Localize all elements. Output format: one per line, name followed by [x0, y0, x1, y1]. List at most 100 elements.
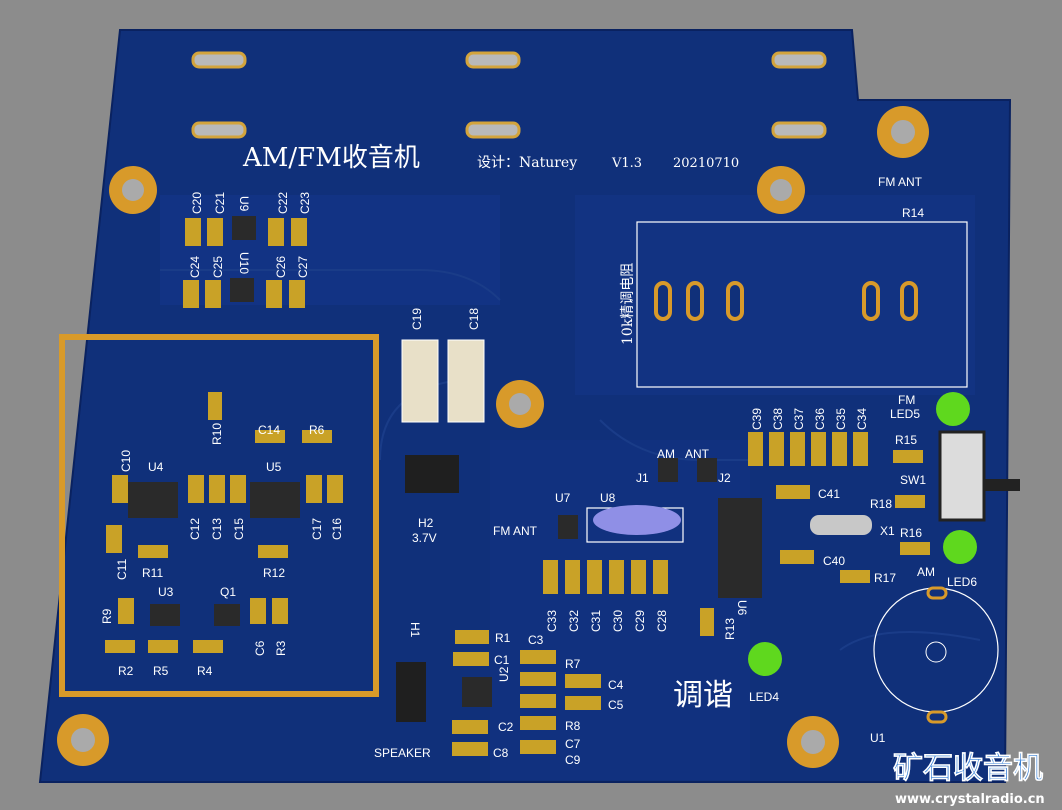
label-c38: C38 [771, 408, 785, 430]
label-u6: U6 [735, 600, 749, 616]
label-ant: ANT [685, 447, 710, 461]
label-h1: H1 [408, 622, 422, 638]
label-h2-voltage: 3.7V [412, 531, 437, 545]
label-speaker: SPEAKER [374, 746, 431, 760]
label-c2: C2 [498, 720, 514, 734]
label-r16: R16 [900, 526, 922, 540]
label-c9: C9 [565, 753, 581, 767]
label-r2: R2 [118, 664, 134, 678]
label-c10: C10 [119, 450, 133, 472]
watermark: 矿石收音机 www.crystalradio.cn [893, 751, 1045, 807]
label-c15: C15 [232, 518, 246, 540]
label-c32: C32 [567, 610, 581, 632]
label-am-led: AM [917, 565, 935, 579]
label-r5: R5 [153, 664, 169, 678]
label-c17: C17 [310, 518, 324, 540]
label-u5: U5 [266, 460, 282, 474]
label-led5: LED5 [890, 407, 920, 421]
rf-shield-frame [59, 334, 379, 697]
label-c27: C27 [296, 256, 310, 278]
label-u3: U3 [158, 585, 174, 599]
label-c4: C4 [608, 678, 624, 692]
label-c28: C28 [655, 610, 669, 632]
label-fm: FM [898, 393, 915, 407]
label-u1: U1 [870, 731, 886, 745]
label-u9: U9 [237, 196, 251, 212]
label-c19: C19 [410, 308, 424, 330]
leds [748, 392, 977, 676]
label-r3: R3 [274, 640, 288, 656]
label-r17: R17 [874, 571, 896, 585]
label-c37: C37 [792, 408, 806, 430]
label-j2: J2 [718, 471, 731, 485]
label-c30: C30 [611, 610, 625, 632]
label-c24: C24 [188, 256, 202, 278]
label-u8: U8 [600, 491, 616, 505]
label-r1: R1 [495, 631, 511, 645]
label-r13: R13 [723, 618, 737, 640]
label-r8: R8 [565, 719, 581, 733]
label-q1: Q1 [220, 585, 236, 599]
label-c31: C31 [589, 610, 603, 632]
label-r6: R6 [309, 423, 325, 437]
label-r4: R4 [197, 664, 213, 678]
label-c34: C34 [855, 408, 869, 430]
board-title: AM/FM收音机 [242, 143, 420, 173]
label-led6: LED6 [947, 575, 977, 589]
pot-label: 10k精调电阻 [620, 263, 636, 345]
label-c36: C36 [813, 408, 827, 430]
label-r18: R18 [870, 497, 892, 511]
label-c41: C41 [818, 487, 840, 501]
label-c1: C1 [494, 653, 510, 667]
label-u7: U7 [555, 491, 571, 505]
label-c14: C14 [258, 423, 280, 437]
label-c6: C6 [253, 640, 267, 656]
label-fm-ant-top: FM ANT [878, 175, 923, 189]
label-r10: R10 [210, 423, 224, 445]
label-c26: C26 [274, 256, 288, 278]
watermark-title: 矿石收音机 [893, 751, 1043, 786]
smd-components [105, 216, 1020, 756]
label-u10: U10 [237, 252, 251, 274]
label-c21: C21 [213, 192, 227, 214]
label-r14: R14 [902, 206, 924, 220]
label-c13: C13 [210, 518, 224, 540]
label-c7: C7 [565, 737, 581, 751]
label-h2: H2 [418, 516, 434, 530]
label-c12: C12 [188, 518, 202, 540]
label-u2: U2 [497, 666, 511, 682]
label-c29: C29 [633, 610, 647, 632]
label-c20: C20 [190, 192, 204, 214]
label-r12: R12 [263, 566, 285, 580]
label-c35: C35 [834, 408, 848, 430]
label-r9: R9 [100, 608, 114, 624]
label-r11: R11 [142, 566, 163, 580]
label-c40: C40 [823, 554, 845, 568]
label-c25: C25 [211, 256, 225, 278]
label-c8: C8 [493, 746, 509, 760]
label-c33: C33 [545, 610, 559, 632]
label-r7: R7 [565, 657, 581, 671]
mounting-slots [191, 51, 827, 139]
designer-label: 设计：Naturey [477, 155, 577, 171]
label-j1: J1 [636, 471, 649, 485]
label-c23: C23 [298, 192, 312, 214]
potentiometer-r14 [636, 221, 968, 388]
label-c16: C16 [330, 518, 344, 540]
label-c18: C18 [467, 308, 481, 330]
label-r15: R15 [895, 433, 917, 447]
label-led4: LED4 [749, 690, 779, 704]
label-u4: U4 [148, 460, 164, 474]
label-x1: X1 [880, 524, 895, 538]
label-am: AM [657, 447, 675, 461]
version-label: V1.3 [611, 156, 642, 171]
watermark-url: www.crystalradio.cn [895, 792, 1045, 807]
label-c5: C5 [608, 698, 624, 712]
label-c22: C22 [276, 192, 290, 214]
mounting-holes [57, 106, 929, 768]
label-fm-ant: FM ANT [493, 524, 538, 538]
tuning-label: 调谐 [673, 678, 733, 713]
label-sw1: SW1 [900, 473, 926, 487]
